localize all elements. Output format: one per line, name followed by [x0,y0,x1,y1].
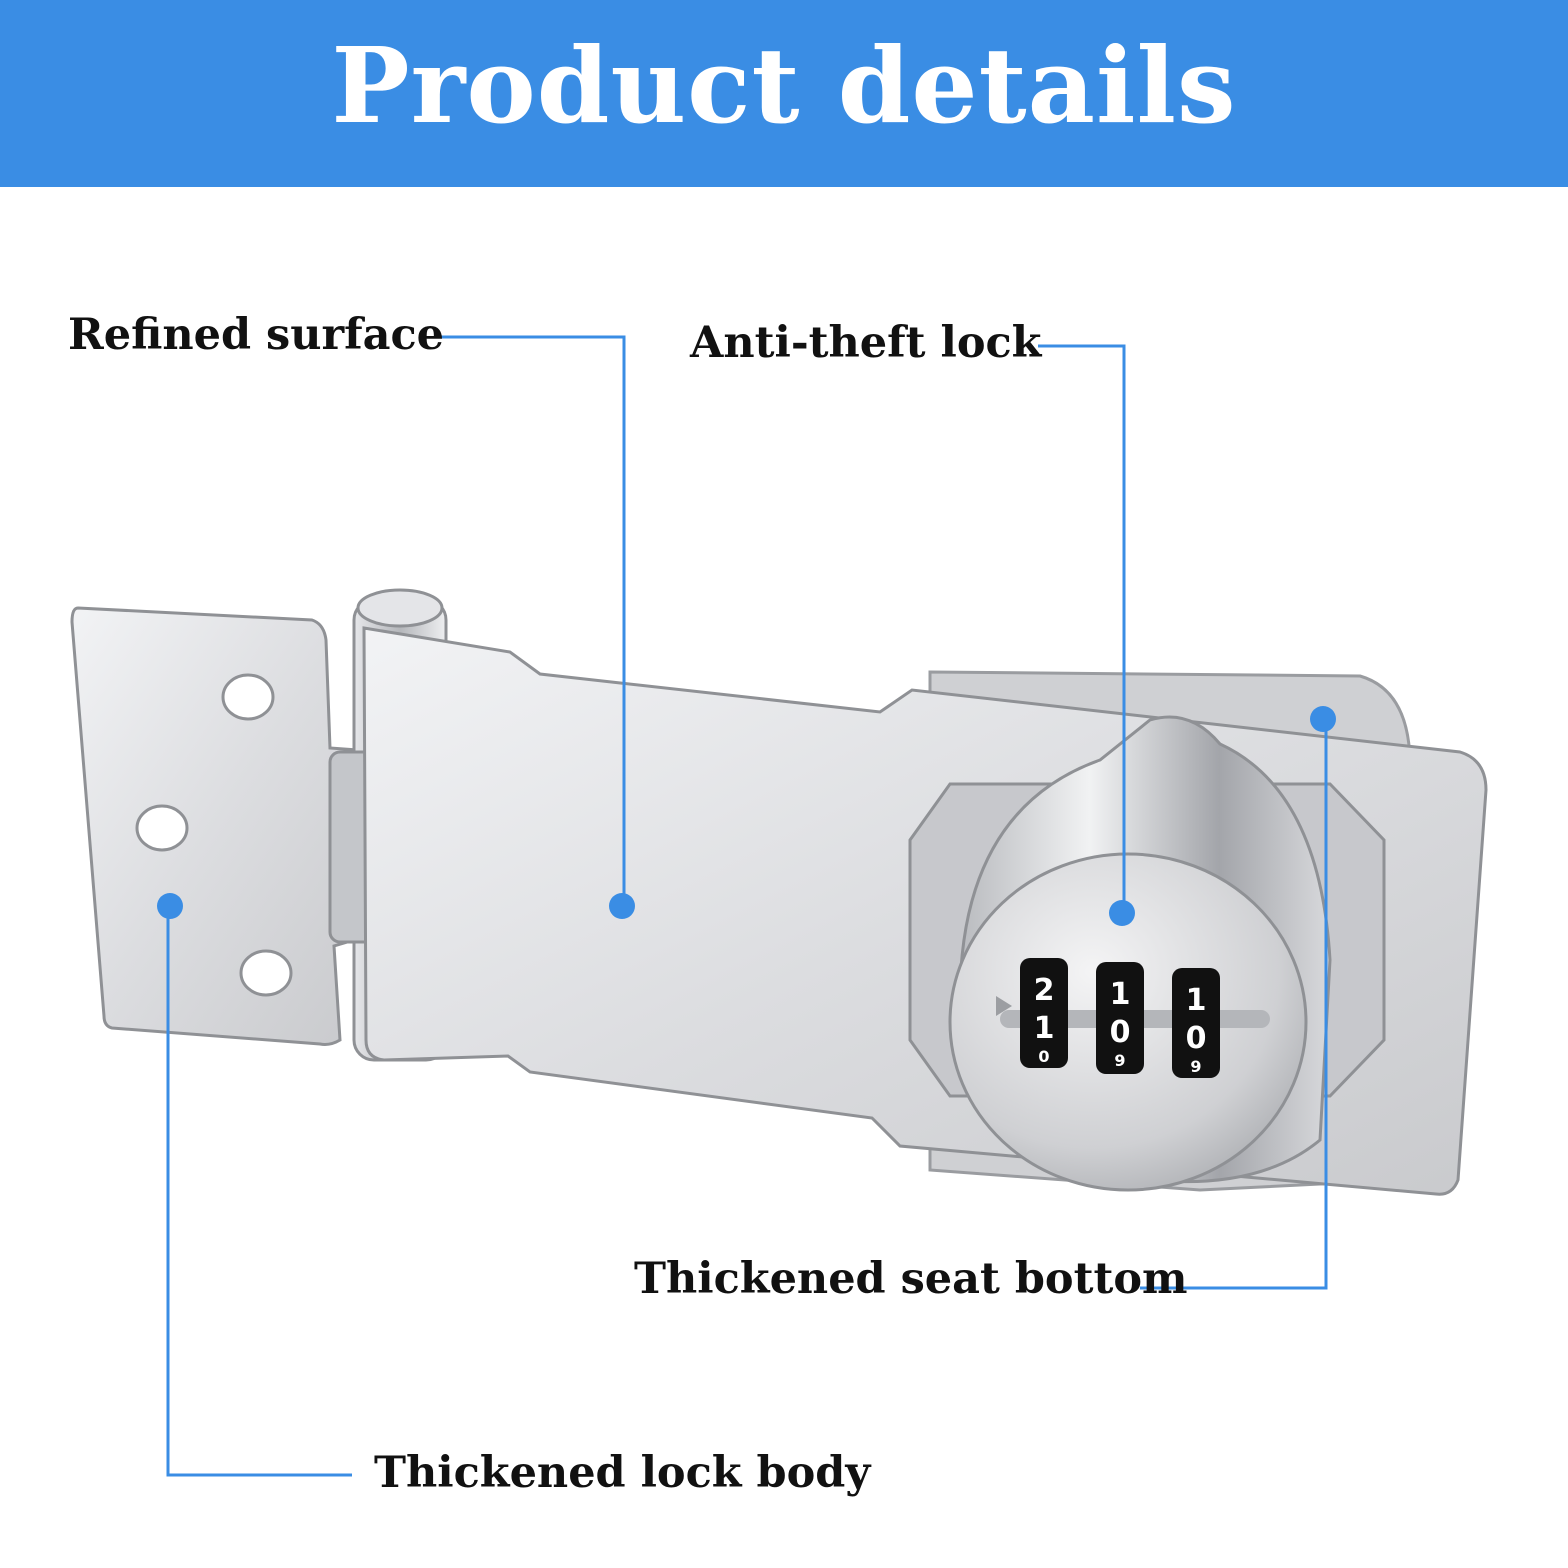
screw-hole [135,804,189,852]
hinge-pin-top [356,588,444,628]
callout-dot [1310,706,1336,732]
dial-wheel-2: 1 0 9 [1096,962,1144,1074]
dial-digit: 1 [1110,977,1131,1012]
label-thickened-seat-bottom: Thickened seat bottom [634,1254,1188,1304]
dial-digit: 0 [1110,1015,1131,1050]
dial-digit: 9 [1190,1057,1201,1076]
label-thickened-lock-body: Thickened lock body [374,1448,871,1498]
screw-hole [239,949,293,997]
leader-refined-surface [438,335,626,905]
screw-hole [221,673,275,721]
dial-wheel-3: 1 0 9 [1172,968,1220,1078]
label-anti-theft-lock: Anti-theft lock [690,318,1042,368]
dial-digit: 1 [1034,1011,1055,1046]
leader-lock-body [166,906,352,1477]
dial-wheel-1: 2 1 0 [1020,958,1068,1068]
left-plate [70,606,360,1046]
dial-digit: 1 [1186,983,1207,1018]
callout-dot [1109,900,1135,926]
header-banner: Product details [0,0,1568,187]
leader-seat-bottom [1140,719,1328,1290]
dial-digit: 0 [1038,1047,1049,1066]
dial-digit: 2 [1034,973,1055,1008]
dial-digit: 9 [1114,1051,1125,1070]
label-refined-surface: Refined surface [68,310,445,360]
callout-dot [609,893,635,919]
callout-dot [157,893,183,919]
leader-anti-theft-lock [1038,344,1126,913]
dial-digit: 0 [1186,1021,1207,1056]
page-title: Product details [331,23,1237,147]
dial-arrow [996,996,1012,1016]
